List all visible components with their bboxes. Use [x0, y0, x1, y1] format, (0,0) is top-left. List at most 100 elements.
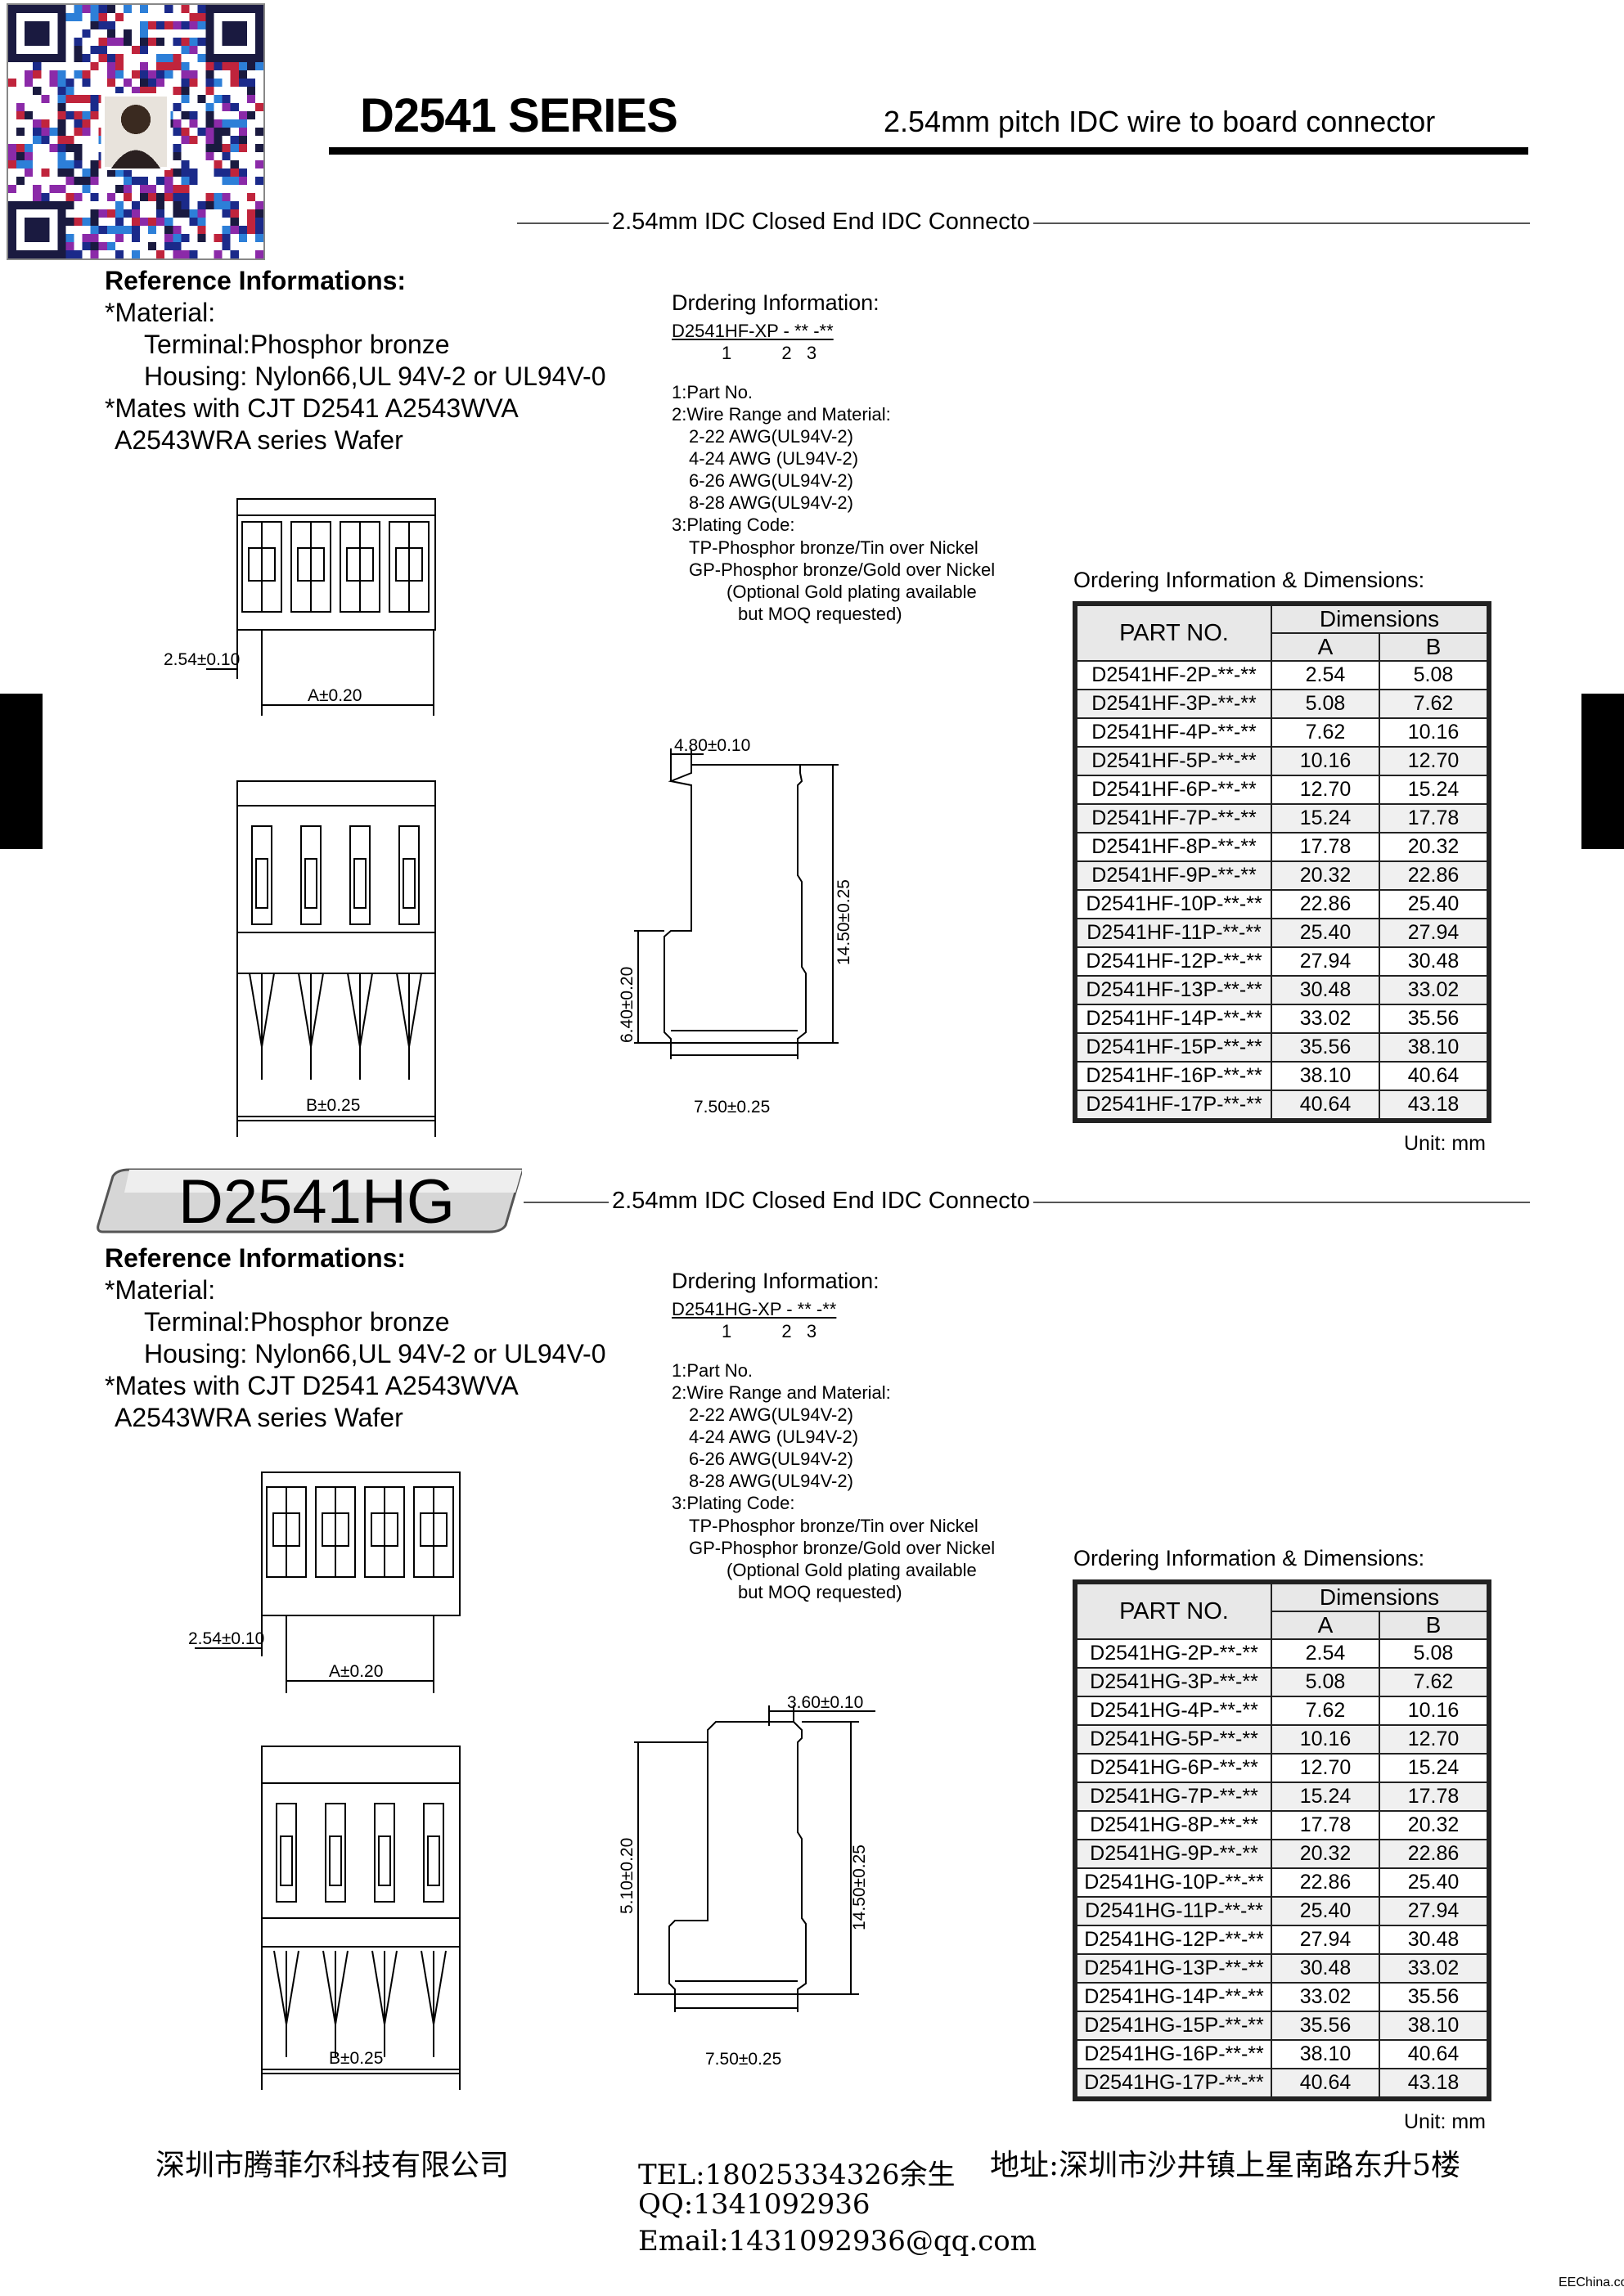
ordering-line: 2-22 AWG(UL94V-2) — [689, 1404, 853, 1425]
dim-a-cell: 2.54 — [1271, 660, 1380, 690]
table-caption: Ordering Information & Dimensions: — [1073, 568, 1425, 592]
ordering-line: 2:Wire Range and Material: — [672, 1382, 891, 1403]
part-number-cell: D2541HF-12P-**-** — [1076, 946, 1272, 977]
height-total-label: 14.50±0.25 — [834, 879, 853, 965]
ordering-line: TP-Phosphor bronze/Tin over Nickel — [689, 537, 978, 558]
reference-line: Housing: Nylon66,UL 94V-2 or UL94V-0 — [144, 362, 606, 391]
qr-code-icon — [7, 3, 265, 260]
part-number-cell: D2541HG-17P-**-** — [1076, 2068, 1272, 2098]
ordering-line: GP-Phosphor bronze/Gold over Nickel — [689, 1538, 996, 1558]
part-number-cell: D2541HF-5P-**-** — [1076, 746, 1272, 776]
col-b: B — [1379, 632, 1488, 662]
dim-b-cell: 17.78 — [1379, 1782, 1488, 1812]
part-number-cell: D2541HG-2P-**-** — [1076, 1638, 1272, 1669]
dim-b-cell: 10.16 — [1379, 1696, 1488, 1726]
ordering-line: TP-Phosphor bronze/Tin over Nickel — [689, 1516, 978, 1536]
ordering-code-index: 1 2 3 — [722, 1321, 817, 1341]
dim-b-cell: 40.64 — [1379, 1061, 1488, 1091]
part-number-cell: D2541HF-2P-**-** — [1076, 660, 1272, 690]
col-dimensions: Dimensions — [1271, 1583, 1488, 1612]
ordering-line: (Optional Gold plating available — [727, 582, 977, 602]
footer-address: 地址:深圳市沙井镇上星南路东升5楼 — [990, 2149, 1461, 2182]
part-number-cell: D2541HG-10P-**-** — [1076, 1867, 1272, 1898]
width-bottom-label: 7.50±0.25 — [694, 1098, 770, 1117]
watermark: EEChina.com — [1559, 2276, 1624, 2289]
dim-a-cell: 20.32 — [1271, 1839, 1380, 1869]
part-number-cell: D2541HF-14P-**-** — [1076, 1004, 1272, 1034]
dimension-table: PART NO. Dimensions A B D2541HG-2P-**-**… — [1073, 1579, 1491, 2101]
dim-a-cell: 35.56 — [1271, 2011, 1380, 2041]
part-number-cell: D2541HG-5P-**-** — [1076, 1724, 1272, 1755]
dim-a-cell: 7.62 — [1271, 717, 1380, 748]
reference-line: *Material: — [105, 298, 216, 327]
dim-a-cell: 17.78 — [1271, 832, 1380, 862]
dim-b-cell: 20.32 — [1379, 832, 1488, 862]
ordering-line: 2-22 AWG(UL94V-2) — [689, 426, 853, 447]
a-dimension-label: A±0.20 — [329, 1662, 383, 1681]
dim-b-cell: 40.64 — [1379, 2039, 1488, 2069]
part-number-cell: D2541HF-17P-**-** — [1076, 1090, 1272, 1120]
pitch-label: 2.54±0.10 — [164, 650, 240, 669]
part-number-cell: D2541HF-9P-**-** — [1076, 860, 1272, 891]
series-subtitle: 2.54mm pitch IDC wire to board connector — [884, 105, 1436, 138]
footer-tel: TEL:18025334326余生 — [638, 2159, 956, 2191]
part-number-cell: D2541HF-3P-**-** — [1076, 689, 1272, 719]
part-number-cell: D2541HG-12P-**-** — [1076, 1925, 1272, 1955]
part-number-cell: D2541HG-4P-**-** — [1076, 1696, 1272, 1726]
dim-b-cell: 33.02 — [1379, 975, 1488, 1005]
dim-a-cell: 35.56 — [1271, 1032, 1380, 1063]
dim-a-cell: 17.78 — [1271, 1810, 1380, 1840]
model-badge — [97, 1168, 522, 1233]
part-number-cell: D2541HG-3P-**-** — [1076, 1667, 1272, 1697]
dim-b-cell: 12.70 — [1379, 1724, 1488, 1755]
ordering-code-index: 1 2 3 — [722, 343, 817, 363]
dim-a-cell: 5.08 — [1271, 1667, 1380, 1697]
reference-heading: Reference Informations: — [105, 266, 407, 295]
part-number-cell: D2541HG-6P-**-** — [1076, 1753, 1272, 1783]
part-number-cell: D2541HF-16P-**-** — [1076, 1061, 1272, 1091]
dim-a-cell: 25.40 — [1271, 1896, 1380, 1926]
part-number-cell: D2541HF-13P-**-** — [1076, 975, 1272, 1005]
ordering-line: (Optional Gold plating available — [727, 1560, 977, 1580]
dim-a-cell: 10.16 — [1271, 746, 1380, 776]
ordering-line: GP-Phosphor bronze/Gold over Nickel — [689, 559, 996, 580]
dim-a-cell: 33.02 — [1271, 1982, 1380, 2012]
reference-line: Terminal:Phosphor bronze — [144, 1307, 450, 1337]
a-dimension-label: A±0.20 — [308, 686, 362, 705]
dim-b-cell: 15.24 — [1379, 775, 1488, 805]
part-number-cell: D2541HG-11P-**-** — [1076, 1896, 1272, 1926]
ordering-line: 3:Plating Code: — [672, 1493, 795, 1513]
dim-a-cell: 33.02 — [1271, 1004, 1380, 1034]
ordering-line: but MOQ requested) — [738, 1582, 902, 1602]
reference-line: *Mates with CJT D2541 A2543WVA — [105, 393, 519, 423]
dim-b-cell: 35.56 — [1379, 1982, 1488, 2012]
section-label: 2.54mm IDC Closed End IDC Connecto — [609, 1188, 1033, 1215]
reference-line: Terminal:Phosphor bronze — [144, 330, 450, 359]
width-bottom-label: 7.50±0.25 — [705, 2050, 781, 2069]
dim-a-cell: 15.24 — [1271, 803, 1380, 833]
reference-line: A2543WRA series Wafer — [115, 1403, 403, 1432]
dim-b-cell: 38.10 — [1379, 1032, 1488, 1063]
dim-b-cell: 5.08 — [1379, 660, 1488, 690]
part-number-cell: D2541HG-9P-**-** — [1076, 1839, 1272, 1869]
dim-b-cell: 20.32 — [1379, 1810, 1488, 1840]
ordering-code: D2541HF-XP - ** -** — [672, 321, 834, 341]
ordering-line: but MOQ requested) — [738, 604, 902, 624]
part-number-cell: D2541HG-15P-**-** — [1076, 2011, 1272, 2041]
ordering-title: Drdering Information: — [672, 290, 879, 315]
section-label: 2.54mm IDC Closed End IDC Connecto — [609, 209, 1033, 236]
